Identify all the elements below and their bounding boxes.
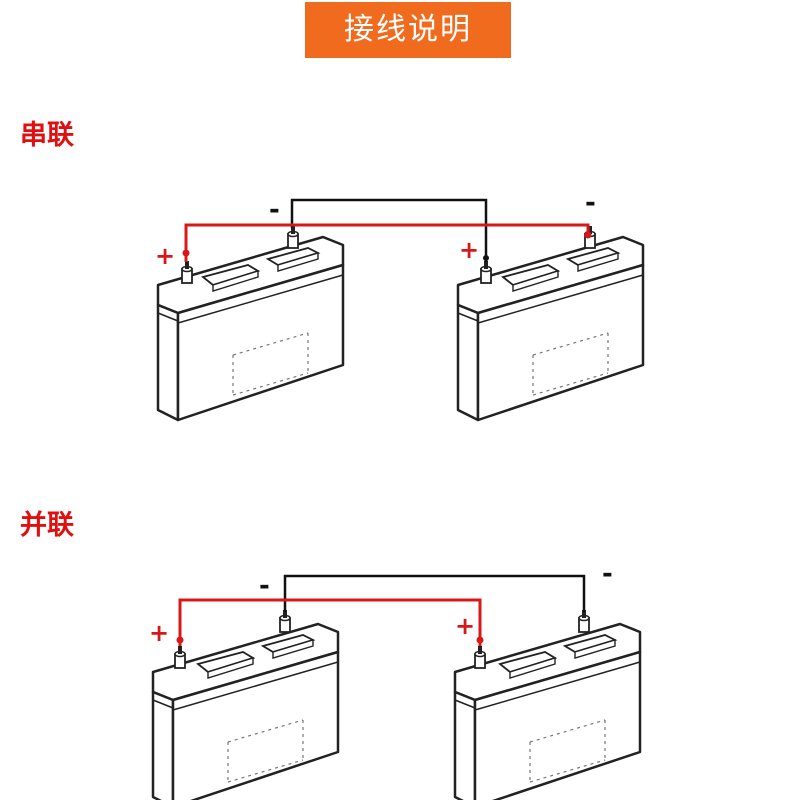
parallel-diagram: + - + - (149, 559, 642, 800)
parallel-section-label: 并联 (20, 510, 74, 541)
series-right-minus-sign: - (585, 188, 596, 218)
parallel-right-plus-sign: + (455, 612, 475, 640)
series-negative-wire (290, 198, 488, 262)
terminal-parallel-right-positive (474, 645, 486, 669)
battery-parallel-right (453, 622, 642, 800)
terminal-series-left-positive (181, 260, 193, 284)
series-positive-wire (184, 223, 590, 262)
terminal-parallel-left-negative (279, 609, 291, 633)
terminal-series-right-positive (480, 260, 492, 284)
parallel-left-plus-sign: + (149, 619, 169, 647)
series-left-plus-sign: + (155, 242, 175, 270)
series-diagram: + - + - (155, 188, 645, 422)
terminal-series-left-negative (287, 225, 299, 249)
parallel-left-minus-sign: - (259, 571, 270, 601)
page-title: 接线说明 (305, 2, 511, 58)
terminal-parallel-right-negative (578, 609, 590, 633)
parallel-right-minus-sign: - (602, 559, 613, 589)
parallel-negative-wire (283, 574, 586, 612)
series-left-minus-sign: - (269, 195, 280, 225)
parallel-positive-wire (178, 598, 482, 646)
terminal-parallel-left-positive (174, 645, 186, 669)
series-section-label: 串联 (20, 120, 74, 151)
series-right-plus-sign: + (459, 236, 479, 264)
